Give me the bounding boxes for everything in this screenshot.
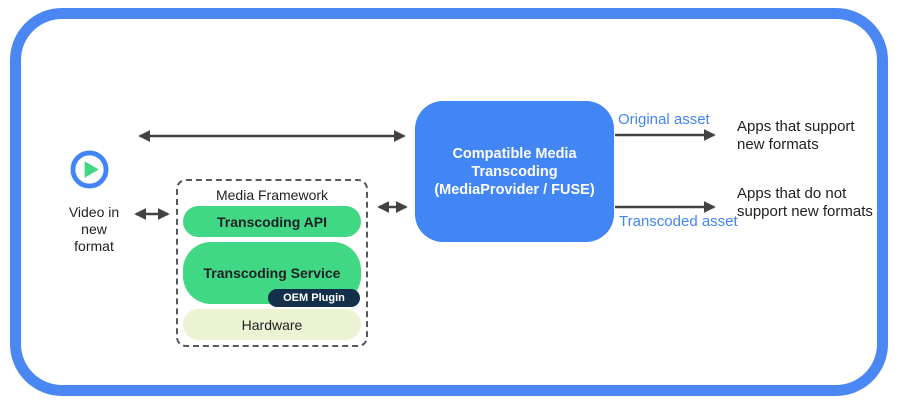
media-framework-title: Media Framework (215, 187, 329, 203)
outer-frame-border (10, 8, 888, 396)
play-icon (70, 150, 109, 189)
compatible-media-transcoding-box: Compatible Media Transcoding (MediaProvi… (415, 101, 614, 242)
transcoded-asset-label: Transcoded asset (619, 213, 738, 230)
transcoding-api-pill: Transcoding API (183, 206, 361, 237)
apps-support-label: Apps that support new formats (737, 118, 855, 153)
video-new-format-label: Video in new format (68, 204, 120, 254)
hardware-pill: Hardware (183, 309, 361, 340)
original-asset-label: Original asset (618, 111, 710, 128)
media-framework-box: Media Framework Transcoding API Transcod… (176, 179, 368, 347)
oem-plugin-pill: OEM Plugin (268, 289, 360, 307)
apps-no-support-label: Apps that do not support new formats (737, 185, 873, 220)
